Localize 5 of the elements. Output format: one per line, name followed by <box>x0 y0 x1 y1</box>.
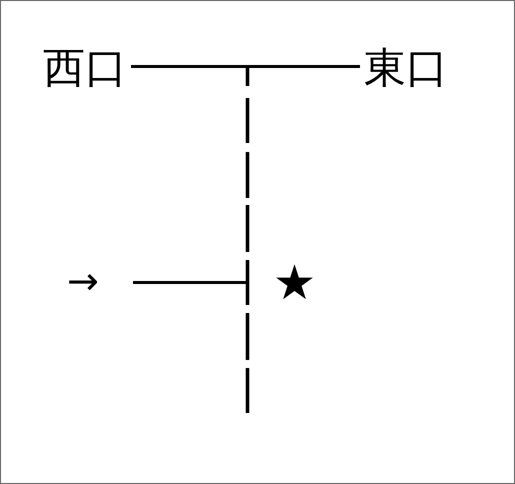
connector-line <box>131 65 360 68</box>
place-label: 西口 <box>43 47 127 89</box>
star-symbol: ★ <box>273 259 316 307</box>
place-label: 東口 <box>364 47 448 89</box>
direction-arrow-text: → <box>67 262 99 300</box>
